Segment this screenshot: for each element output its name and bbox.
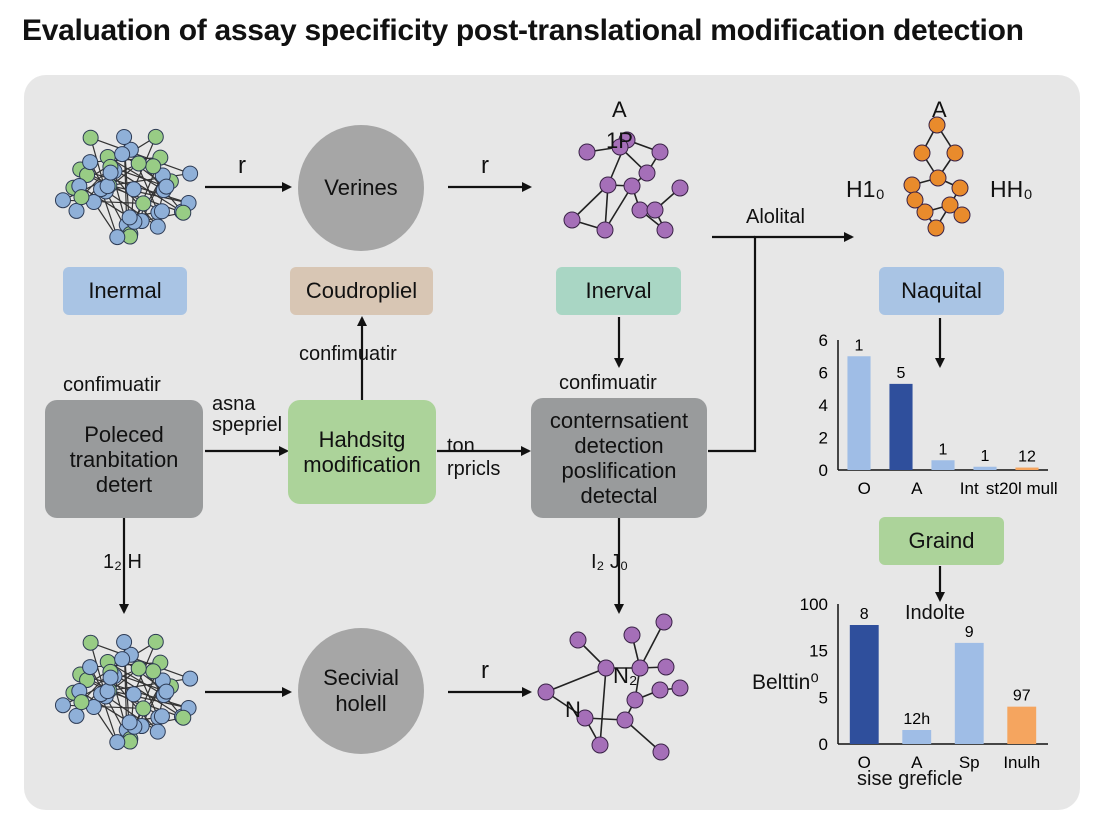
chart1-bar-label-3: 1 [981,448,990,465]
conternsatient-box: conternsatient detection poslification d… [531,398,707,518]
chart1-bar-label-2: 1 [939,441,948,458]
chart1-ytick-1: 2 [819,429,828,448]
arrow-conternsatient-alolital [708,232,854,453]
inermal-label: Inermal [63,267,187,315]
molecule-purple-bottom [537,613,689,761]
i2h-label: 1₂ H [103,551,142,573]
molecule-label-n2: N₂ [613,663,638,688]
chart2-bar-label-0: 8 [860,606,869,623]
inerval-label: Inerval [556,267,681,315]
coudropliel-label: Coudropliel [290,267,433,315]
molecule-label-h1o: H1₀ [846,176,885,202]
chart2-xtick-1: A [911,753,923,772]
chart2-bar-1 [902,730,932,744]
chart1-ytick-0: 0 [819,461,828,480]
chart2-ytick-3: 100 [800,595,828,614]
asna-label: asna spepriel [212,393,283,436]
alolital-label: Alolital [746,206,805,228]
molecule-label-hho: HH₀ [990,176,1033,202]
chart2-bar-label-3: 97 [1013,688,1031,705]
chart1-bar-3 [973,466,997,470]
chart1-xtick-1: A [911,479,923,498]
secivial-node: Secivial holell [298,628,424,754]
arrow-label-r2: r [481,152,489,179]
chart1-bar-4 [1015,467,1039,470]
chart2-bar-label-1: 12h [903,711,930,728]
poleced-box: Poleced tranbitation detert [45,400,203,518]
molecule-label-a1: A [612,97,627,122]
arrow-label-r1: r [238,152,246,179]
chart2-bar-3 [1007,706,1037,744]
hahdsitg-box: Hahdsitg modification [288,400,436,504]
graind-label: Graind [879,517,1004,565]
i2j-label: I₂ J₀ [591,551,629,573]
chart2-bar-label-2: 9 [965,624,974,641]
chart1: 1 5 1 1 12 0 2 4 6 6O A Int st20l mull [819,331,1058,498]
page-title: Evaluation of assay specificity post-tra… [22,14,1024,47]
confim-label-left: confimuatir [63,374,161,396]
chart1-ytick-3: 6 [819,364,828,383]
chart1-ytick-2: 4 [819,396,828,415]
chart1-bar-0 [847,356,871,470]
chart2-ytick-0: 0 [819,735,828,754]
chart2-xtick-3: Inulh [1003,753,1040,772]
chart2-xtick-0: O [858,753,871,772]
chart1-bar-1 [889,383,913,470]
molecule-label-a2: A [932,97,947,122]
chart2-ylabel: Belttin⁰ [752,671,819,694]
chart1-bar-2 [931,460,955,470]
chart1-bar-label-4: 12 [1018,449,1036,466]
chart1-ytick-4: 6 [819,331,828,350]
molecule-label-1p: 1P [606,128,633,153]
confim-label-right: confimuatir [559,372,657,394]
confim-label-mid: confimuatir [299,343,397,365]
chart1-xtick-2: Int [960,479,979,498]
chart2-xlabel: sise greficle [857,768,963,790]
chart2-ytick-1: 5 [819,688,828,707]
chart2-title: Indolte [905,602,966,624]
chart2-bar-2 [954,642,984,744]
chart1-bar-label-1: 5 [897,365,906,382]
chart2-ytick-2: 15 [809,642,828,661]
chart2-bar-0 [849,625,879,744]
protein-cluster-bottom [54,633,199,751]
molecule-purple-top [563,131,689,239]
chart1-bar-label-0: 1 [855,337,864,354]
ton-label: ton rpricls [447,435,501,480]
molecule-orange [903,116,971,237]
chart1-xtick-0: O [858,479,871,498]
molecules-layer [54,116,971,761]
protein-cluster-top [54,128,199,246]
chart2-xtick-2: Sp [959,753,980,772]
verines-node: Verines [298,125,424,251]
molecule-label-n: N [565,697,581,722]
naquital-label: Naquital [879,267,1004,315]
chart1-xtick-3: st20l mull [986,479,1058,498]
arrow-label-r3: r [481,657,489,684]
